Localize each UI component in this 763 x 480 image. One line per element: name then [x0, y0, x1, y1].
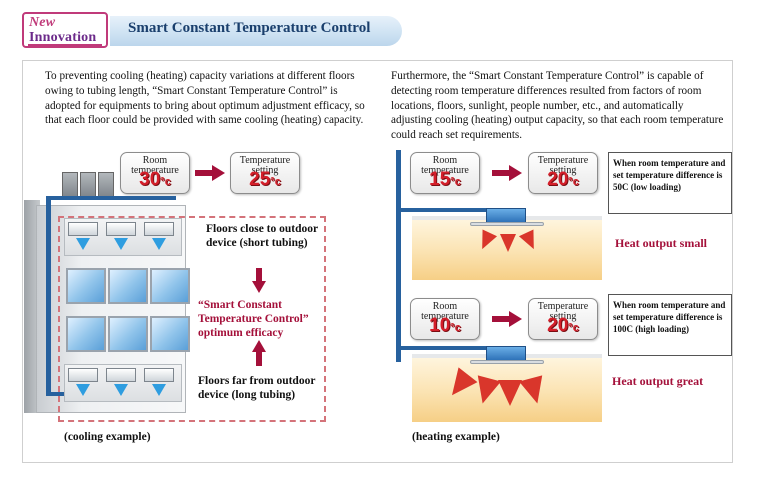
- temperature-setting-label: Temperature setting: [537, 155, 589, 176]
- refrigerant-pipe: [46, 196, 176, 200]
- diffuser: [470, 222, 544, 226]
- window: [150, 316, 190, 352]
- heat-arrow-icon: [498, 380, 522, 406]
- new-innovation-badge: New Innovation: [22, 12, 108, 48]
- ac-unit-icon: [68, 222, 98, 236]
- temperature-setting-value: 20°c: [547, 315, 579, 336]
- room-temperature-box-high: Room temperature 10°c: [410, 298, 480, 340]
- room-temperature-box: Room temperature 30°c: [120, 152, 190, 194]
- temperature-setting-label: Temperature setting: [239, 155, 291, 176]
- airflow-icon: [152, 384, 166, 396]
- airflow-icon: [114, 238, 128, 250]
- page-title: Smart Constant Temperature Control: [128, 20, 371, 36]
- window: [108, 316, 148, 352]
- left-paragraph: To preventing cooling (heating) capacity…: [45, 70, 365, 127]
- badge-underline: [28, 44, 102, 46]
- arrow-right-icon: [492, 165, 522, 181]
- arrow-down-icon: [252, 268, 266, 294]
- ac-unit-icon: [144, 368, 174, 382]
- note-optimum-efficacy: “Smart Constant Temperature Control” opt…: [198, 299, 309, 339]
- window: [150, 268, 190, 304]
- room-temperature-label: Room temperature: [131, 155, 179, 176]
- result-heat-small: Heat output small: [615, 236, 708, 250]
- room-temperature-value: 30°c: [139, 169, 171, 190]
- window: [66, 268, 106, 304]
- airflow-icon: [76, 384, 90, 396]
- temperature-setting-box-high: Temperature setting 20°c: [528, 298, 598, 340]
- content-frame: [22, 60, 733, 463]
- cooling-caption: (cooling example): [64, 431, 151, 443]
- result-heat-great: Heat output great: [612, 374, 704, 388]
- airflow-icon: [76, 238, 90, 250]
- arrow-right-icon: [195, 165, 225, 181]
- ac-unit-icon: [68, 368, 98, 382]
- room-temperature-label: Room temperature: [421, 155, 469, 176]
- window: [66, 316, 106, 352]
- window: [108, 268, 148, 304]
- badge-bottom-text: Innovation: [29, 30, 97, 45]
- refrigerant-pipe: [396, 208, 496, 212]
- room-temperature-label: Room temperature: [421, 301, 469, 322]
- arrow-up-icon: [252, 340, 266, 366]
- comparison-dashed-frame: [58, 216, 326, 422]
- temperature-setting-value: 25°c: [249, 169, 281, 190]
- outdoor-unit-icon: [62, 172, 78, 198]
- ac-unit-icon: [106, 222, 136, 236]
- refrigerant-pipe: [396, 346, 496, 350]
- note-near-floors: Floors close to outdoor device (short tu…: [206, 223, 318, 249]
- heating-caption: (heating example): [412, 431, 500, 443]
- room-temperature-box-low: Room temperature 15°c: [410, 152, 480, 194]
- right-paragraph: Furthermore, the “Smart Constant Tempera…: [391, 70, 724, 142]
- room-temperature-value: 15°c: [429, 169, 461, 190]
- temperature-setting-label: Temperature setting: [537, 301, 589, 322]
- refrigerant-pipe: [46, 196, 51, 396]
- ac-unit-icon: [144, 222, 174, 236]
- badge-top-text: New: [29, 15, 56, 30]
- temperature-setting-value: 20°c: [547, 169, 579, 190]
- outdoor-unit-icon: [98, 172, 114, 198]
- info-box-low-loading: When room temperature and set temperatur…: [608, 152, 732, 214]
- heat-arrow-icon: [500, 234, 516, 252]
- temperature-setting-box: Temperature setting 25°c: [230, 152, 300, 194]
- outdoor-unit-icon: [80, 172, 96, 198]
- diffuser: [470, 360, 544, 364]
- airflow-icon: [152, 238, 166, 250]
- arrow-right-icon: [492, 311, 522, 327]
- refrigerant-pipe: [396, 150, 401, 362]
- header-band: [110, 16, 402, 46]
- info-box-high-loading: When room temperature and set temperatur…: [608, 294, 732, 356]
- temperature-setting-box-low: Temperature setting 20°c: [528, 152, 598, 194]
- ac-unit-icon: [106, 368, 136, 382]
- note-far-floors: Floors far from outdoor device (long tub…: [198, 375, 316, 401]
- refrigerant-pipe: [46, 392, 66, 396]
- room-temperature-value: 10°c: [429, 315, 461, 336]
- airflow-icon: [114, 384, 128, 396]
